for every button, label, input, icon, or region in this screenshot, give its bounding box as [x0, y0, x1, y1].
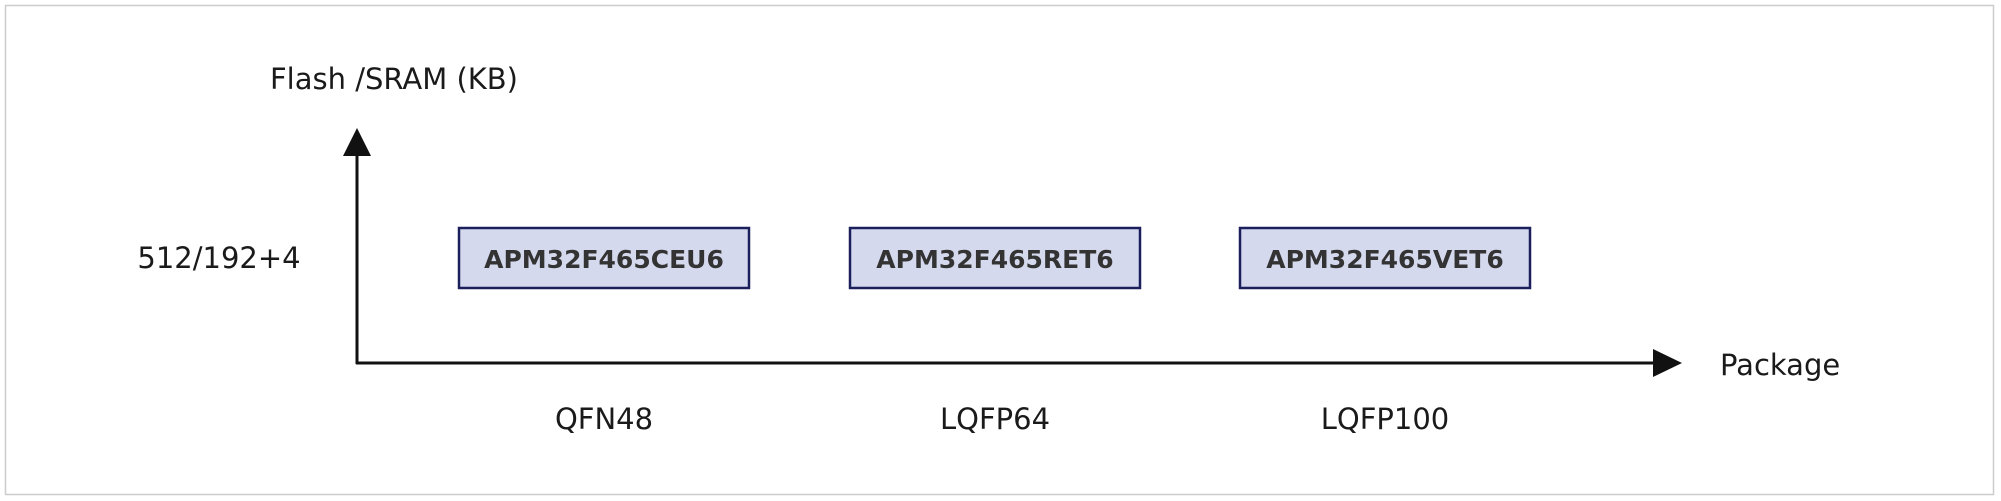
- y-axis-label: Flash /SRAM (KB): [270, 62, 518, 96]
- part-box: APM32F465RET6: [848, 226, 1142, 290]
- package-label: QFN48: [555, 402, 653, 436]
- package-labels: QFN48 LQFP64 LQFP100: [555, 402, 1449, 436]
- memory-row-label: 512/192+4: [137, 241, 300, 275]
- x-axis-label: Package: [1720, 348, 1840, 382]
- part-box-rect: [457, 226, 751, 290]
- part-boxes: APM32F465CEU6 APM32F465RET6 APM32F465VET6: [457, 226, 1532, 290]
- y-axis-arrowhead: [343, 128, 371, 156]
- part-box: APM32F465VET6: [1238, 226, 1532, 290]
- package-label: LQFP64: [940, 402, 1050, 436]
- package-label: LQFP100: [1321, 402, 1450, 436]
- part-box-rect: [1238, 226, 1532, 290]
- part-number-label: APM32F465CEU6: [484, 245, 724, 274]
- part-number-label: APM32F465VET6: [1266, 245, 1503, 274]
- x-axis-arrowhead: [1653, 349, 1682, 377]
- memory-row-labels: 512/192+4: [137, 241, 300, 275]
- part-number-label: APM32F465RET6: [876, 245, 1113, 274]
- part-box-rect: [848, 226, 1142, 290]
- part-box: APM32F465CEU6: [457, 226, 751, 290]
